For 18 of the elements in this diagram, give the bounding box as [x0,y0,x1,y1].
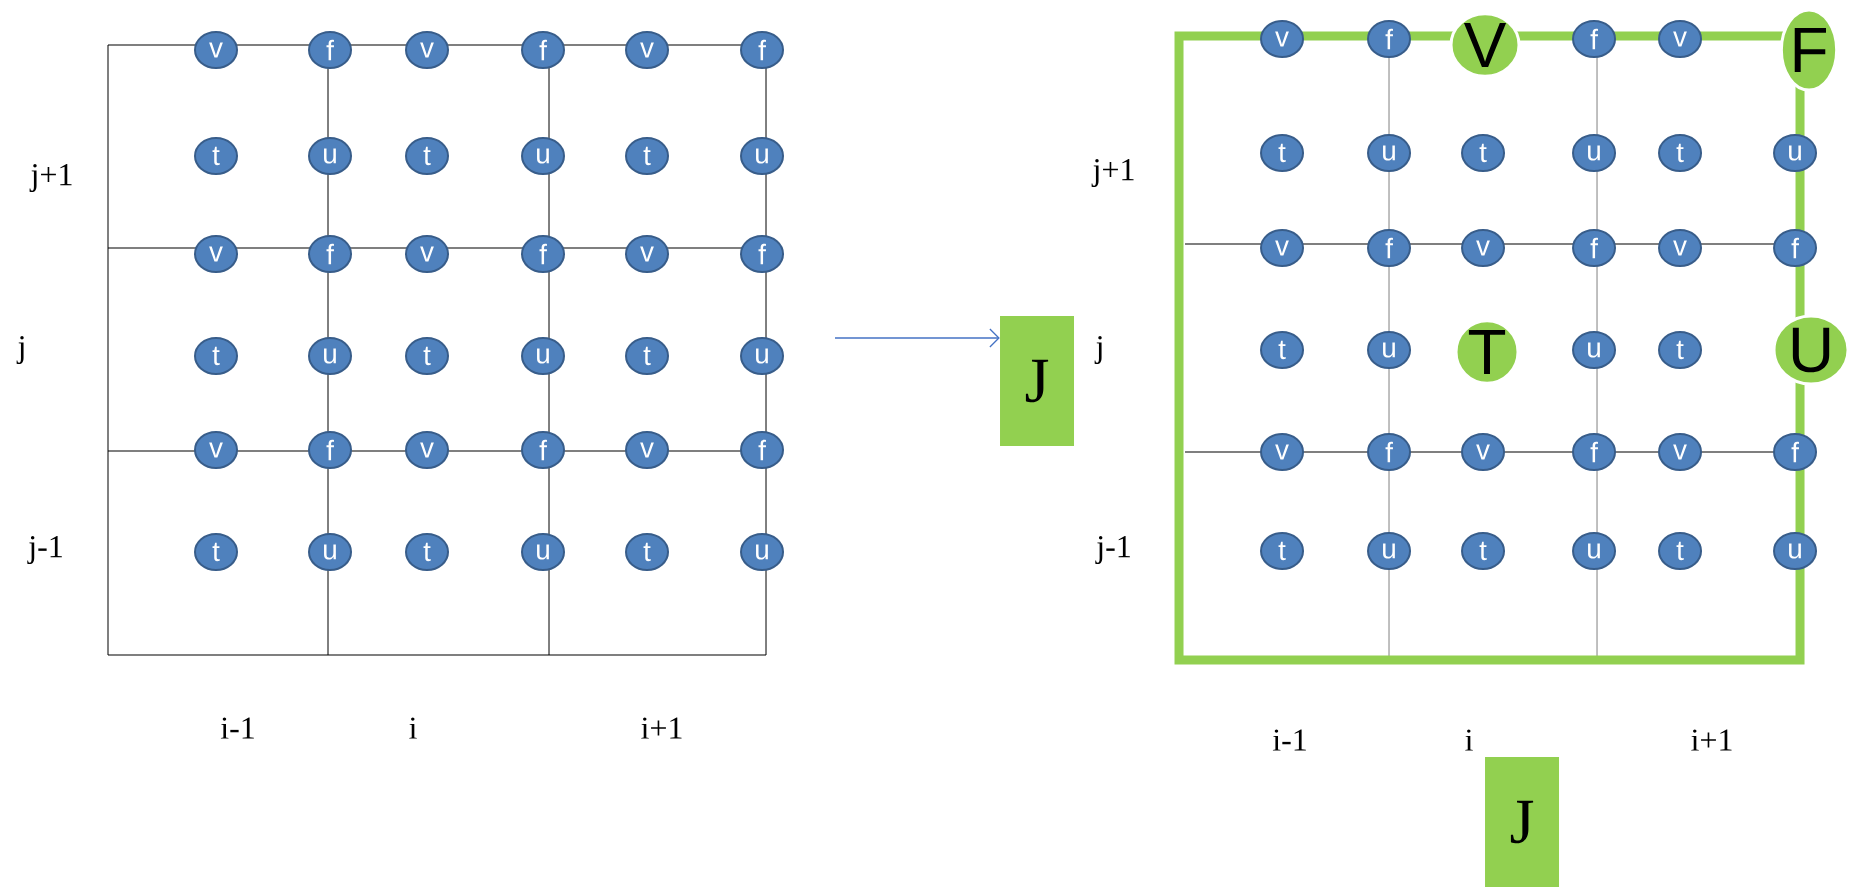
index-label: j-1 [27,536,62,564]
index-label: j+1 [29,164,72,192]
highlighted-point: V [1449,12,1521,78]
highlighted-point: U [1772,314,1849,386]
index-label: j-1 [1095,536,1130,564]
index-label: i [409,717,417,739]
highlighted-point: F [1779,8,1839,92]
index-label: i+1 [641,717,682,739]
index-label: i [1465,729,1473,751]
arrow [834,328,1000,348]
index-label: j [16,336,24,364]
flux-box: J [1485,757,1559,887]
highlighted-point: T [1454,319,1520,385]
index-label: i-1 [220,717,254,739]
index-label: i-1 [1272,729,1306,751]
index-label: j+1 [1091,159,1134,187]
flux-box: J [1000,316,1074,446]
index-label: i+1 [1691,729,1732,751]
